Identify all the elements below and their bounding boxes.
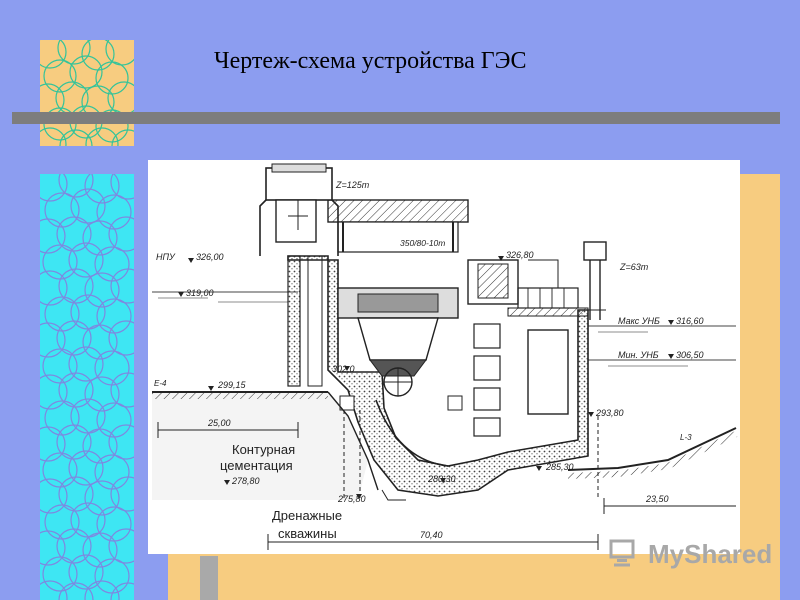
level-markers — [178, 256, 674, 499]
label-min-unb-level: 306,50 — [676, 350, 704, 360]
hydro-plant-drawing: Z=125т Z=63т 350/80-10т НПУ 326,00 319,0… — [148, 160, 740, 554]
drainage-lines — [327, 391, 599, 501]
label-min-unb: Мин. УНБ — [618, 350, 659, 360]
label-level-302: 302,0 — [332, 364, 355, 374]
gantry-crane-right — [583, 241, 607, 320]
label-crane-right: Z=63т — [619, 262, 649, 272]
label-level-278: 278,80 — [231, 476, 260, 486]
label-level-326: 326,80 — [506, 250, 534, 260]
label-level-293: 293,80 — [595, 408, 624, 418]
downstream-ground — [567, 427, 738, 479]
gantry-crane-left — [259, 163, 339, 256]
label-max-unb: Макс УНБ — [618, 316, 660, 326]
label-level-285: 285,30 — [545, 462, 574, 472]
label-drain-2: скважины — [278, 526, 337, 541]
monitor-icon — [609, 539, 635, 567]
hydro-plant-section-svg: Z=125т Z=63т 350/80-10т НПУ 326,00 319,0… — [152, 163, 738, 550]
logo-text: MyShared — [648, 538, 773, 569]
bottom-gray-bar — [200, 556, 218, 600]
label-dim-70: 70,40 — [420, 530, 443, 540]
decor-circles-cyan — [40, 174, 134, 600]
label-mark-l: L-3 — [680, 433, 692, 442]
decor-circles-orange — [40, 40, 134, 146]
label-crane-left: Z=125т — [335, 180, 370, 190]
label-dim-25: 25,00 — [207, 418, 231, 428]
label-drain-1: Дренажные — [272, 508, 342, 523]
label-contour-1: Контурная — [232, 442, 295, 457]
label-level-299: 299,15 — [217, 380, 247, 390]
circle-pattern-orange — [40, 40, 134, 146]
label-crane-beam: 350/80-10т — [400, 238, 445, 248]
label-npu: НПУ — [156, 252, 176, 262]
crane-girder — [327, 199, 469, 253]
upstream-water — [152, 291, 298, 303]
powerhouse-rooms — [339, 259, 579, 437]
slide-title: Чертеж-схема устройства ГЭС — [214, 48, 527, 74]
label-mark-e: Е-4 — [154, 379, 167, 388]
label-level-275: 275,80 — [337, 494, 366, 504]
upstream-ground — [152, 391, 368, 500]
deck-platform — [507, 259, 589, 317]
myshared-logo: MyShared — [608, 536, 772, 572]
circle-pattern-cyan — [40, 174, 134, 600]
title-divider-bar — [12, 112, 780, 124]
dimension-lines — [157, 422, 736, 550]
turbine-block — [337, 287, 459, 467]
label-level-319: 319,00 — [186, 288, 214, 298]
label-max-unb-level: 316,60 — [676, 316, 704, 326]
label-npu-level: 326,00 — [196, 252, 224, 262]
label-dim-23: 23,50 — [645, 494, 669, 504]
label-level-280: 280,30 — [427, 474, 456, 484]
label-contour-2: цементация — [220, 458, 293, 473]
downstream-water — [588, 325, 736, 367]
